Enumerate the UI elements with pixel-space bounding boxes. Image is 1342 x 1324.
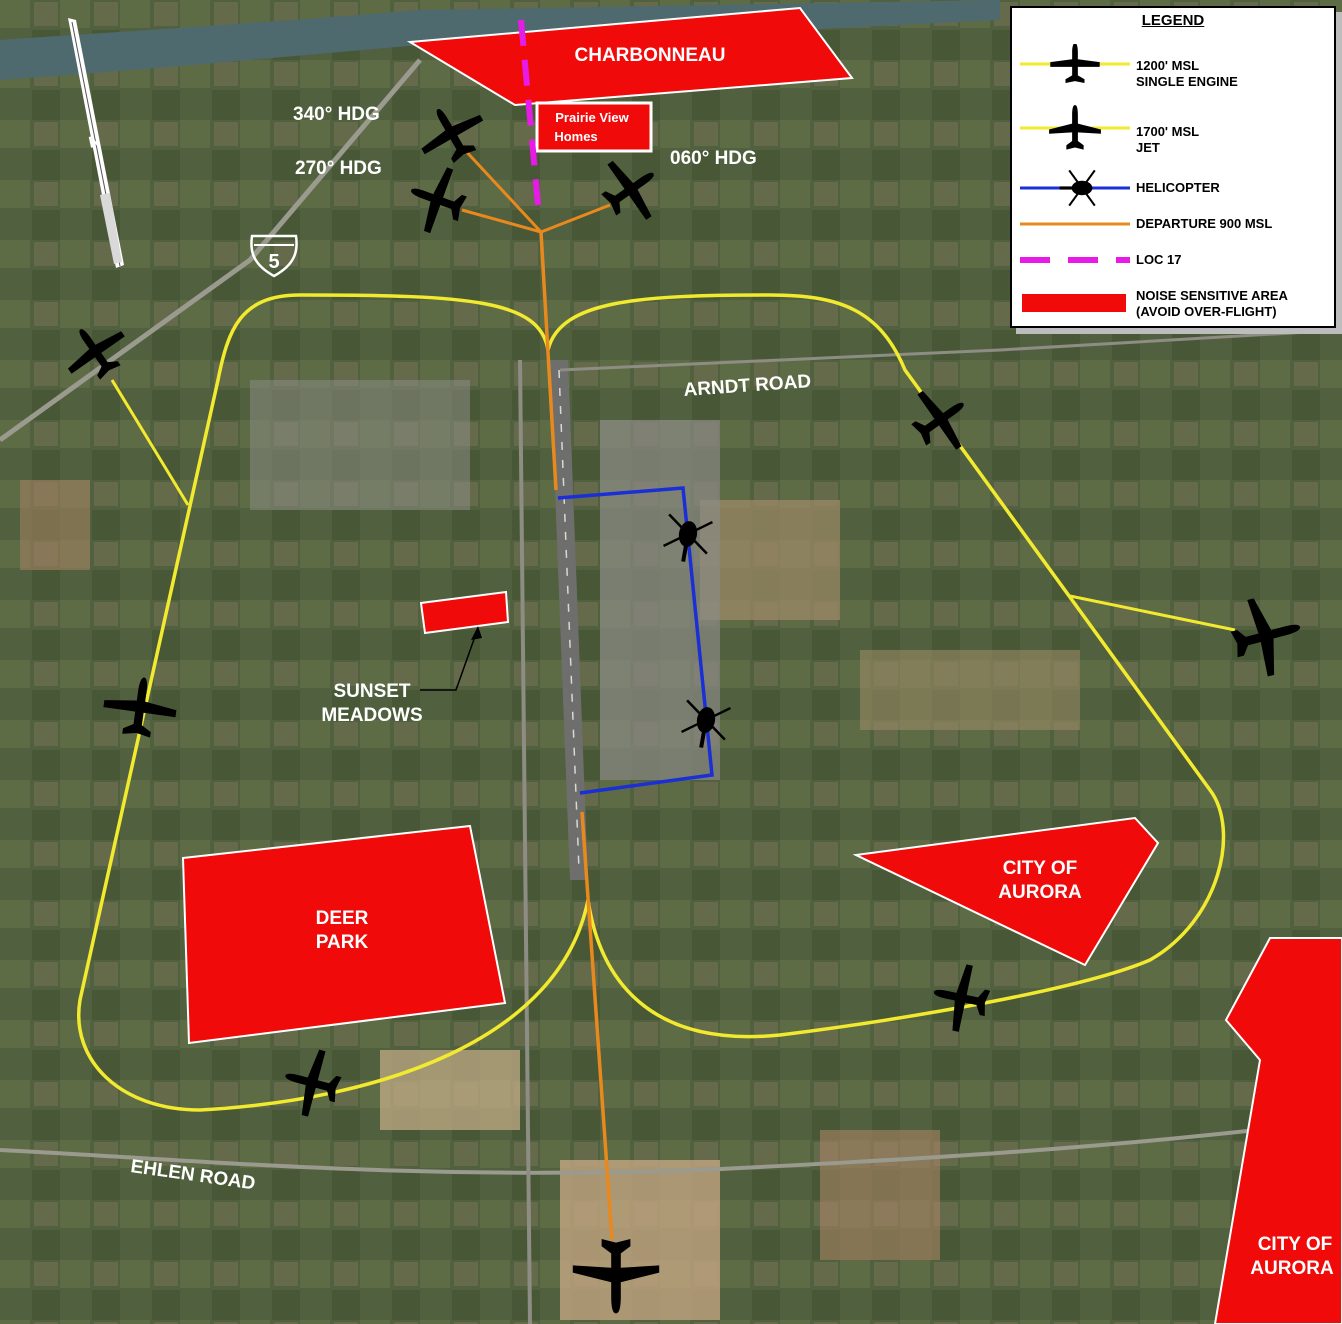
legend-label-helicopter: HELICOPTER (1136, 180, 1220, 195)
runway (550, 360, 588, 880)
departure-060-hdg (540, 203, 611, 234)
noise-area-city-of-aurora (852, 816, 1160, 967)
legend: LEGEND 1200' MSL SINGLE ENGINE 1700' MSL… (1010, 6, 1336, 328)
legend-label-jet: 1700' MSL JET (1136, 124, 1200, 155)
label-park: PARK (316, 932, 369, 953)
legend-title: LEGEND (1141, 12, 1205, 29)
sunset-meadows-leader (420, 627, 479, 691)
north-arrow-icon (68, 18, 124, 268)
north-label: N (87, 133, 102, 152)
noise-area-deer-park (181, 824, 507, 1045)
helicopter-icon (1020, 169, 1130, 207)
legend-label-noise-area: NOISE SENSITIVE AREA (AVOID OVER-FLIGHT) (1136, 288, 1288, 319)
label-deer: DEER (316, 908, 369, 929)
helicopter-pattern (557, 486, 714, 795)
jet-icon (1020, 104, 1130, 150)
departure-340-hdg (461, 146, 543, 234)
single-engine-plane-icon (1020, 44, 1130, 83)
interstate-label: 5 (268, 251, 279, 273)
jet-entry-northwest (110, 379, 190, 506)
legend-label-loc-17: LOC 17 (1136, 252, 1182, 267)
label-340-hdg: 340° HDG (293, 104, 380, 125)
label-prairie-view-line1: Prairie View (555, 110, 629, 125)
legend-label-single-engine: 1200' MSL SINGLE ENGINE (1136, 58, 1238, 89)
loc-line-swatch (1020, 257, 1130, 263)
noise-area-swatch (1022, 294, 1126, 312)
departure-270-hdg (461, 208, 542, 234)
label-city-of-east: CITY OF (1258, 1234, 1333, 1255)
departure-south-leg (580, 811, 614, 1241)
label-city-of: CITY OF (1003, 858, 1078, 879)
loc-17-course (518, 19, 541, 206)
legend-label-departure: DEPARTURE 900 MSL (1136, 216, 1273, 231)
label-aurora: AURORA (998, 882, 1082, 903)
departure-line-swatch (1020, 222, 1130, 226)
label-060-hdg: 060° HDG (670, 148, 757, 169)
noise-area-prairie-view (535, 101, 653, 153)
interstate-shield-icon: 5 (250, 234, 298, 278)
label-270-hdg: 270° HDG (295, 158, 382, 179)
departure-north-leg (539, 231, 558, 491)
label-meadows: MEADOWS (321, 705, 422, 726)
label-charbonneau: CHARBONNEAU (575, 45, 726, 66)
interstate-5-line (0, 58, 422, 443)
noise-area-charbonneau (406, 6, 854, 107)
noise-area-sunset-meadows (419, 590, 510, 635)
single-engine-pattern-west (77, 293, 590, 1112)
jet-entry-east (1069, 594, 1236, 632)
noise-area-city-of-aurora-east (1213, 937, 1342, 1324)
label-aurora-east: AURORA (1250, 1258, 1334, 1279)
ehlen-road-line (0, 1118, 1342, 1175)
label-sunset: SUNSET (333, 681, 410, 702)
label-prairie-view-line2: Homes (554, 129, 597, 144)
single-engine-pattern-east (546, 293, 1226, 1039)
